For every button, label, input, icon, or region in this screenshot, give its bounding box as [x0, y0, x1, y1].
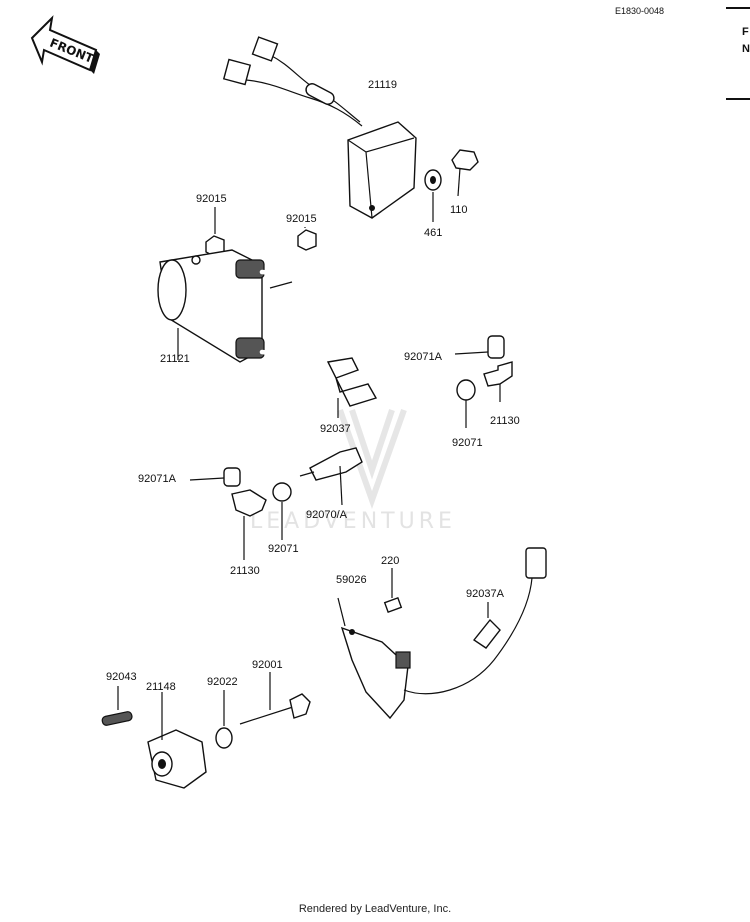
callout-92015-b: 92015	[286, 213, 317, 225]
ignition-coil-21121	[157, 249, 293, 363]
watermark: LEADVENTURE	[250, 408, 456, 534]
bolt-110	[451, 149, 479, 197]
screw-220	[383, 568, 403, 613]
callout-92071-left: 92071	[268, 543, 299, 555]
bolt-92001	[239, 672, 311, 725]
callout-92022: 92022	[207, 676, 238, 688]
diagram-id: E1830-0048	[615, 6, 664, 16]
watermark-text: LEADVENTURE	[250, 509, 456, 534]
callout-92071A-left: 92071A	[138, 473, 177, 485]
bracket-92037	[326, 357, 378, 418]
callout-110: 110	[450, 204, 468, 216]
callout-92070A: 92070/A	[306, 509, 348, 521]
washer-92022	[215, 690, 233, 749]
callout-92071A-right: 92071A	[404, 351, 443, 363]
nut-92015-a	[205, 207, 225, 257]
front-arrow-icon: FRONT	[30, 15, 100, 74]
callout-21121: 21121	[160, 353, 190, 365]
timing-advancer-21148	[147, 692, 207, 789]
callout-461: 461	[424, 227, 442, 239]
callout-21148: 21148	[146, 681, 176, 693]
side-char-f: F	[742, 26, 749, 38]
callout-92037: 92037	[320, 423, 351, 435]
seal-92071-left	[272, 482, 292, 540]
ic-igniter-21119	[222, 36, 417, 219]
pin-92043	[101, 686, 133, 726]
plug-cap-92071A-right	[454, 335, 505, 359]
callout-21130-left: 21130	[230, 565, 260, 577]
pickup-coil-59026	[337, 547, 547, 720]
ht-lead-left-core	[223, 349, 316, 465]
washer-461	[424, 169, 442, 222]
callout-92001: 92001	[252, 659, 283, 671]
plug-cap-21130-left	[231, 489, 267, 560]
plug-cap-21130-right	[483, 361, 513, 402]
ht-lead-right-core	[259, 253, 497, 295]
seal-92071-right	[456, 379, 476, 428]
footer-credit: Rendered by LeadVenture, Inc.	[298, 903, 452, 915]
side-char-n: N	[742, 43, 750, 55]
callout-21119: 21119	[368, 79, 397, 91]
callout-220: 220	[381, 555, 399, 567]
callout-92037A: 92037A	[466, 588, 505, 600]
callout-92015-a: 92015	[196, 193, 227, 205]
callout-59026: 59026	[336, 574, 367, 586]
callout-21130-right: 21130	[490, 415, 520, 427]
callout-92043: 92043	[106, 671, 137, 683]
right-edge-strip: F N	[726, 7, 750, 100]
nut-92015-b	[297, 227, 317, 251]
plug-cap-92071A-left	[189, 467, 241, 487]
spark-plug-92070A	[299, 447, 363, 506]
callout-92071-right: 92071	[452, 437, 483, 449]
clamp-92037A	[472, 602, 501, 649]
